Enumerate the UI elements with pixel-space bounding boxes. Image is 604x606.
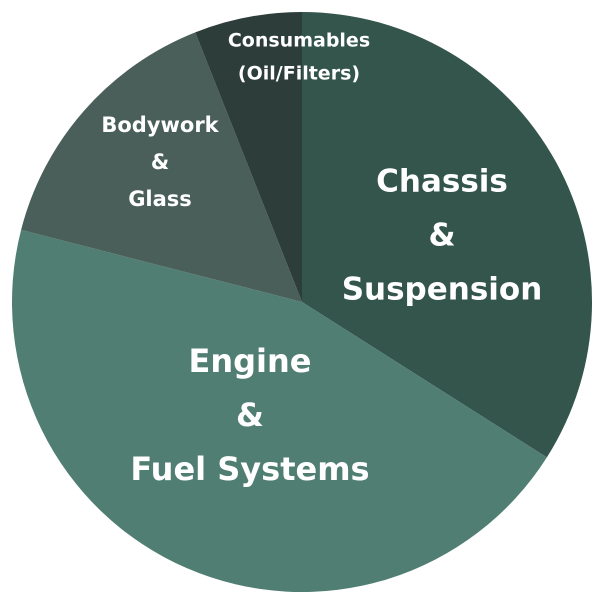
pie-label-line: Consumables bbox=[228, 30, 370, 52]
pie-slice-3 bbox=[21, 32, 303, 303]
pie-label-line: Chassis bbox=[376, 164, 508, 200]
pie-label-line: Suspension bbox=[342, 272, 543, 308]
pie-label-line: (Oil/Filters) bbox=[238, 63, 360, 85]
pie-label-3: Bodywork & Glass bbox=[101, 113, 219, 211]
pie-slice-4 bbox=[195, 11, 302, 302]
pie-label-line: & bbox=[428, 218, 455, 254]
pie-label-line: Fuel Systems bbox=[130, 450, 369, 488]
pie-label-line: Engine bbox=[189, 342, 312, 380]
pie-label-line: & bbox=[236, 396, 264, 434]
pie-label-line: Glass bbox=[128, 187, 192, 211]
pie-slices bbox=[11, 11, 593, 593]
pie-label-2: Engine & Fuel Systems bbox=[130, 342, 369, 488]
pie-label-4: Consumables (Oil/Filters) bbox=[228, 30, 370, 85]
pie-label-line: Bodywork bbox=[101, 113, 219, 137]
pie-label-1: Chassis & Suspension bbox=[342, 164, 543, 308]
pie-slice-2 bbox=[11, 229, 547, 593]
pie-label-line: & bbox=[151, 150, 169, 174]
pie-slice-1 bbox=[302, 11, 593, 458]
